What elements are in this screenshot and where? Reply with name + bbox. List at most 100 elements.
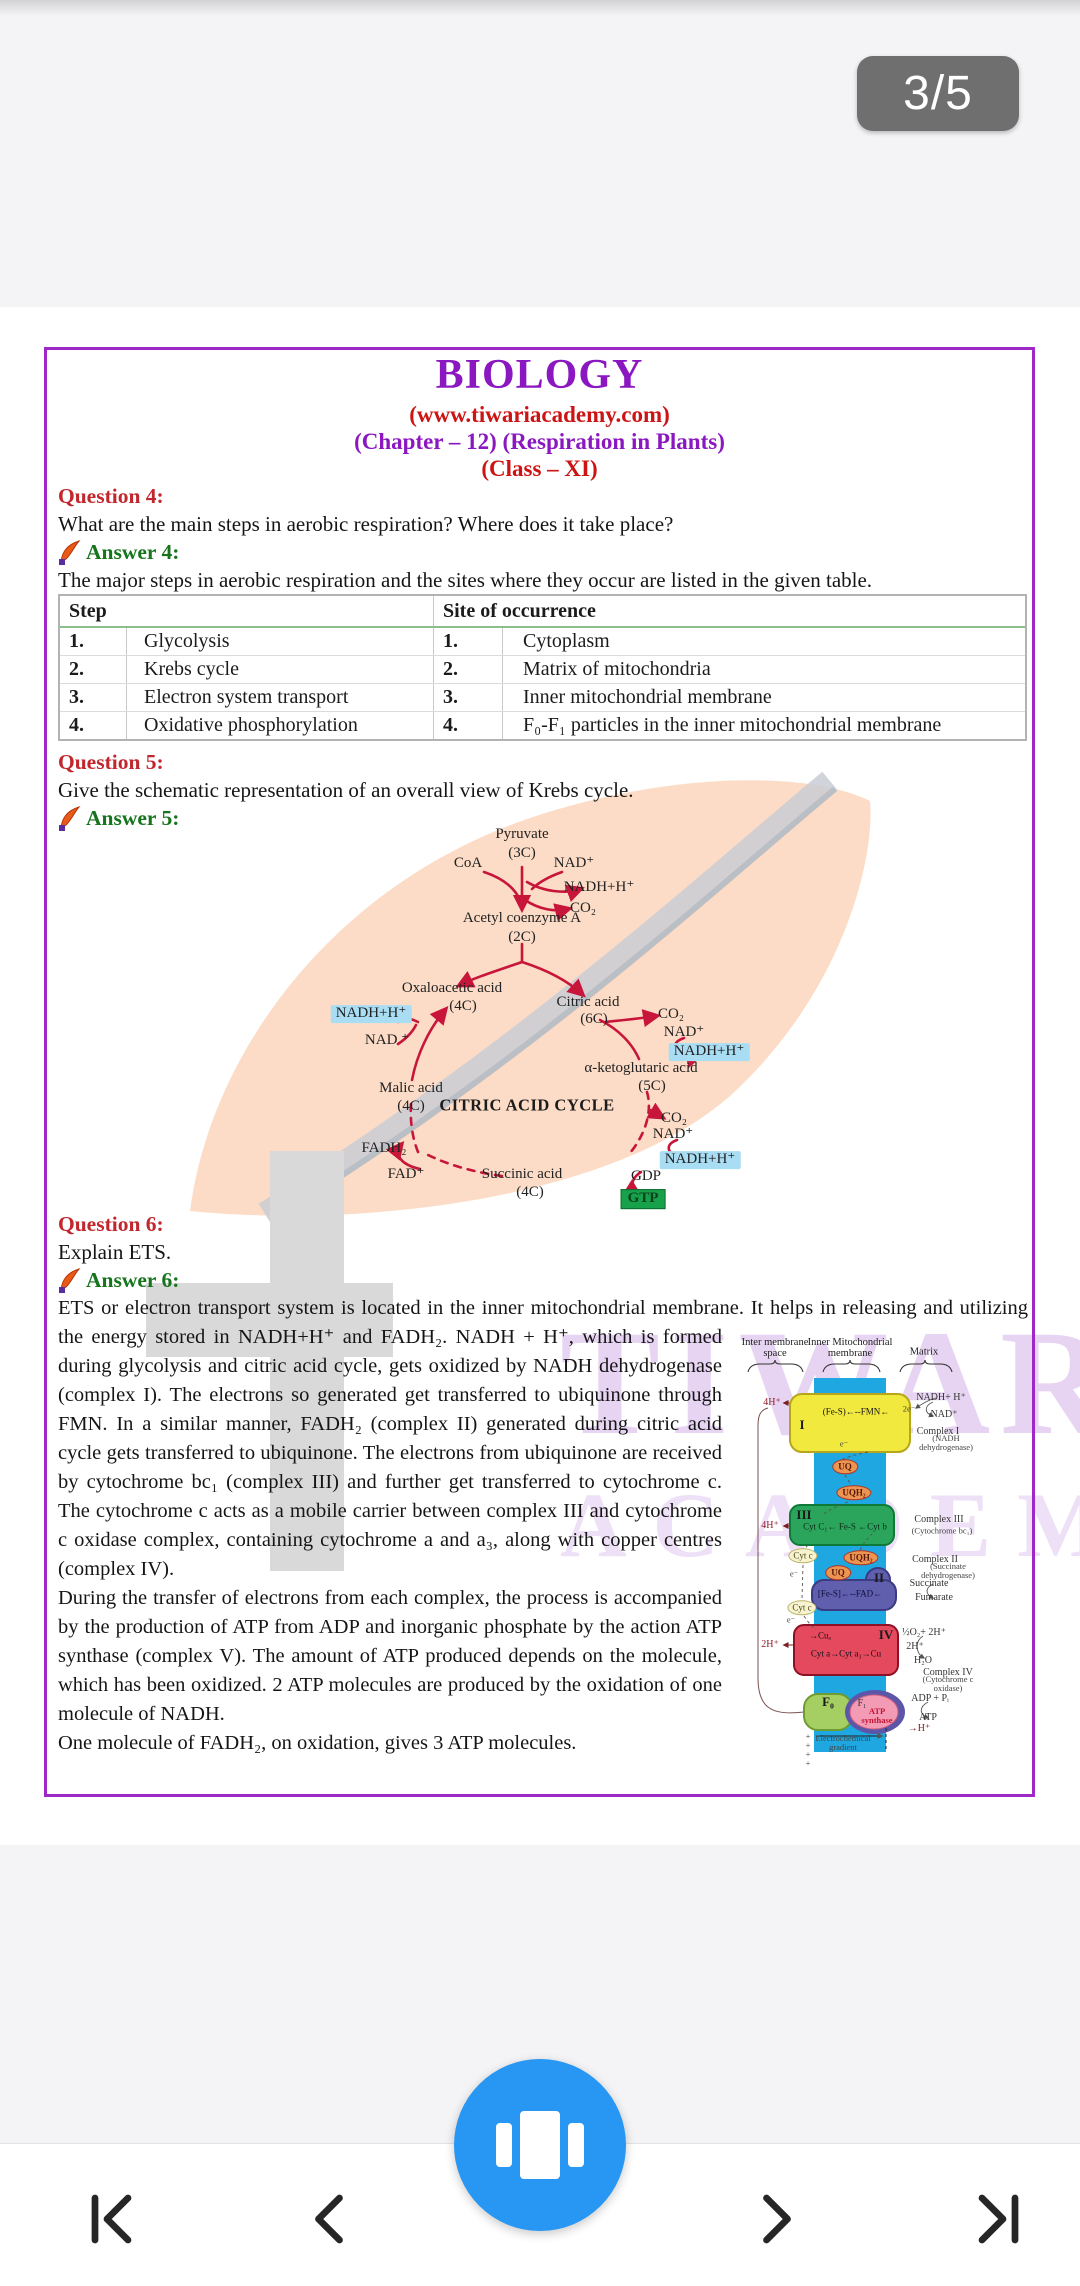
ets-diagram-label: UQ — [832, 1459, 858, 1475]
krebs-diagram-label: Citric acid — [556, 994, 620, 1011]
krebs-diagram-label: CO₂ — [657, 1006, 685, 1023]
previous-page-icon — [315, 2194, 343, 2244]
krebs-diagram-label: (6C) — [580, 1011, 608, 1028]
ets-diagram-label: Fumarate — [915, 1591, 953, 1603]
krebs-diagram-label: CITRIC ACID CYCLE — [439, 1095, 615, 1115]
krebs-diagram-label: Succinic acid — [481, 1166, 563, 1183]
krebs-arrows — [378, 865, 705, 1197]
document-header: BIOLOGY (www.tiwariacademy.com) (Chapter… — [44, 351, 1035, 482]
answer6-heading: Answer 6: — [86, 1268, 180, 1292]
krebs-diagram-label: Pyruvate — [495, 826, 549, 843]
first-page-icon — [91, 2194, 132, 2244]
ets-diagram-label: Cyt a→Cyt a₃→Cu — [810, 1648, 882, 1659]
ets-diagram-label: + + + + — [805, 1731, 811, 1768]
krebs-diagram-label: NAD⁺ — [553, 855, 595, 872]
ets-diagram-label: I — [799, 1417, 805, 1433]
ets-diagram-label: (Succinate dehydrogenase) — [921, 1561, 975, 1580]
answer6-paragraph-2: During the transfer of electrons from ea… — [58, 1587, 722, 1725]
ets-diagram-label: UQH₂ — [836, 1485, 872, 1501]
document-page: TIWARI ACADEMY BIOLOGY (www.tiwariacadem… — [0, 307, 1080, 1845]
ets-diagram-label: NADH+ H⁺ — [916, 1391, 966, 1403]
doc-class: (Class – XI) — [481, 456, 598, 481]
ets-diagram-label: F₁ — [857, 1697, 867, 1709]
ets-diagram-label: III — [796, 1507, 812, 1523]
ets-diagram-label: Inter membrane space — [741, 1336, 809, 1359]
krebs-diagram-label: GDP — [630, 1168, 662, 1185]
answer6-paragraph-3: One molecule of FADH₂, on oxidation, giv… — [58, 1732, 577, 1754]
page-indicator-badge: 3/5 — [857, 56, 1019, 131]
krebs-diagram-label: (5C) — [638, 1078, 666, 1095]
table-cell: 4. — [69, 714, 84, 736]
ets-diagram-label: Complex IV — [923, 1666, 973, 1678]
answer4-heading-row: Answer 4: — [58, 538, 1028, 566]
table-cell: F₀-F₁ particles in the inner mitochondri… — [502, 712, 1025, 739]
ets-diagram-label: e⁻ — [789, 1568, 799, 1579]
answer6-paragraph-1: ETS or electron transport system is loca… — [58, 1297, 1028, 1580]
view-mode-fab-button[interactable] — [454, 2059, 626, 2231]
table-cell: Electron system transport — [126, 684, 433, 711]
ets-diagram-label: ½O₂+ 2H⁺ — [902, 1626, 946, 1638]
ets-diagram-label: Cyt c — [787, 1600, 817, 1616]
question6-section: Question 6: Explain ETS. Answer 6: — [58, 1210, 1028, 1794]
ets-diagram-label: NAD⁺ — [930, 1408, 958, 1420]
krebs-diagram-label: NAD⁺ — [652, 1126, 694, 1143]
next-page-button[interactable] — [741, 2186, 807, 2252]
krebs-diagram-label: FADH₂ — [361, 1140, 407, 1157]
question5-section: Question 5: Give the schematic represent… — [58, 748, 1028, 832]
doc-chapter: (Chapter – 12) (Respiration in Plants) — [354, 429, 725, 454]
next-page-icon — [763, 2194, 791, 2244]
table-cell: 1. — [69, 630, 84, 652]
question6-text: Explain ETS. — [58, 1240, 172, 1264]
table-header-row: Step Site of occurrence — [60, 596, 1025, 628]
table-cell: 2. — [433, 656, 502, 683]
ets-diagram-label: (Cytochrome c oxidase) — [922, 1674, 974, 1693]
ets-diagram-label: H₂O — [914, 1654, 932, 1666]
ets-diagram-label: Electrochemical gradient — [815, 1733, 871, 1752]
previous-page-button[interactable] — [299, 2186, 365, 2252]
answer4-intro: The major steps in aerobic respiration a… — [58, 568, 873, 592]
ets-diagram-label: F₀ — [822, 1694, 834, 1710]
krebs-diagram-label: NADH+H⁺ — [668, 1043, 750, 1061]
answer-pen-icon — [59, 806, 81, 831]
question4-text: What are the main steps in aerobic respi… — [58, 512, 674, 536]
watermark-gray-bar-horizontal — [146, 1283, 393, 1357]
krebs-diagram-label: GTP — [620, 1189, 666, 1209]
krebs-diagram-label: Oxaloacetic acid — [401, 980, 503, 997]
ets-diagram-label: 2e⁻ — [902, 1403, 916, 1414]
question4-heading: Question 4: — [58, 484, 164, 508]
ets-diagram-label: Cyt c — [788, 1548, 818, 1564]
first-page-button[interactable] — [80, 2186, 146, 2252]
krebs-diagram-label: FAD⁺ — [387, 1166, 425, 1183]
table-header-step: Step — [69, 599, 107, 622]
krebs-diagram-label: CO₂ — [569, 900, 597, 917]
ets-diagram-label: (Cytochrome bc₁) — [911, 1525, 973, 1536]
ets-diagram-label: Complex II — [912, 1553, 958, 1565]
ets-diagram-label: Matrix — [909, 1346, 939, 1358]
krebs-diagram-label: Acetyl coenzyme A — [462, 910, 582, 927]
question5-heading: Question 5: — [58, 750, 164, 774]
last-page-button[interactable] — [964, 2186, 1030, 2252]
table-cell: 3. — [69, 686, 84, 708]
answer5-heading: Answer 5: — [86, 806, 180, 830]
ets-diagram-label: 2H⁺ — [761, 1638, 779, 1650]
ets-diagram-label: (NADH dehydrogenase) — [919, 1433, 973, 1452]
krebs-diagram-label: (3C) — [508, 845, 536, 862]
answer-pen-icon — [59, 540, 81, 565]
doc-site-url: (www.tiwariacademy.com) — [409, 402, 670, 427]
table-cell: 1. — [433, 628, 502, 655]
leaf-background — [190, 771, 871, 1225]
ets-diagram-label: (Fe-S)←--FMN← — [822, 1406, 890, 1417]
page-indicator-text: 3/5 — [903, 67, 973, 120]
question4-section: Question 4: What are the main steps in a… — [58, 482, 1028, 741]
ets-diagram-label: Cyt C₁← Fe-S ←Cyt b — [803, 1521, 887, 1532]
ets-diagram-label: Inner Mitochondrial membrane — [807, 1336, 893, 1359]
last-page-icon — [978, 2194, 1019, 2244]
ets-diagram-label: IV — [878, 1627, 894, 1643]
